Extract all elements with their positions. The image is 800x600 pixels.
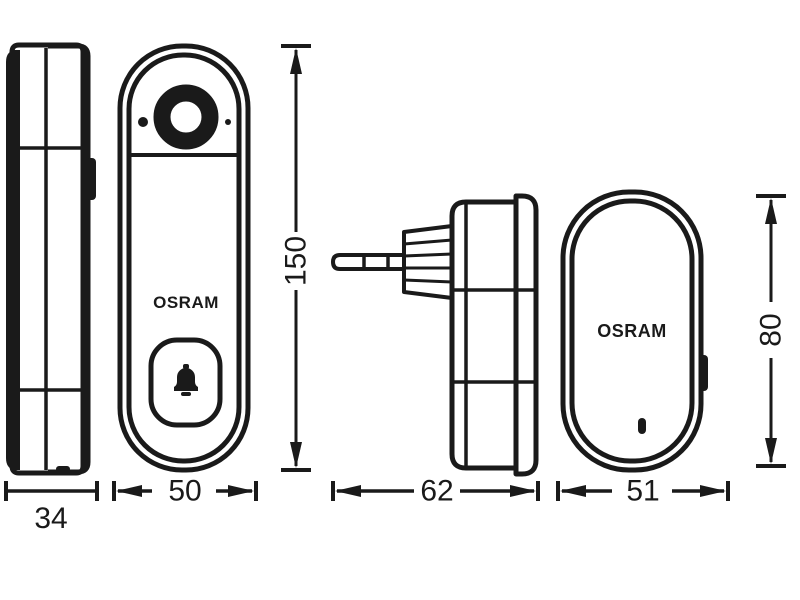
dim-80-arrow-bottom — [765, 438, 777, 464]
dim-50-arrow-right — [228, 485, 254, 497]
chime-side-button[interactable] — [699, 355, 708, 391]
dim-150-arrow-bottom — [290, 442, 302, 468]
dim-51-label: 51 — [626, 475, 659, 508]
dim-34-label: 34 — [34, 502, 67, 535]
plug-collar — [402, 224, 454, 300]
doorbell-front-outer-shell — [117, 43, 251, 473]
doorbell-side-edge-shadow — [6, 50, 20, 470]
dimension-chime-height: 80 — [755, 194, 788, 468]
dim-150-label: 150 — [280, 236, 313, 286]
bell-icon — [174, 364, 198, 396]
plug-prong — [331, 253, 406, 271]
dimension-doorbell-height: 150 — [280, 44, 313, 472]
doorbell-front-inner-face — [126, 52, 242, 464]
chime-brand-label: OSRAM — [597, 321, 667, 341]
chime-side-front-body — [513, 193, 539, 477]
sensor-dot-left — [138, 117, 148, 127]
view-doorbell-side — [6, 42, 96, 476]
dim-62-arrow-right — [510, 485, 536, 497]
dim-51-arrow-right — [700, 485, 726, 497]
dimension-doorbell-width: 50 — [112, 475, 258, 508]
dim-80-arrow-top — [765, 198, 777, 224]
dim-50-arrow-left — [116, 485, 142, 497]
dim-62-arrow-left — [335, 485, 361, 497]
dim-50-label: 50 — [168, 475, 201, 508]
doorbell-side-button[interactable] — [86, 158, 96, 200]
plug-collar-rib-2 — [403, 252, 453, 258]
plug-collar-rib-1 — [403, 238, 453, 246]
camera-lens — [153, 84, 219, 150]
plug-collar-rib-4 — [403, 278, 453, 284]
plug-prong-pin — [331, 253, 406, 271]
view-chime-side — [331, 193, 539, 477]
plug-collar-body — [402, 224, 454, 300]
doorbell-side-front-shell — [48, 43, 91, 475]
dimension-doorbell-depth: 34 — [4, 481, 99, 535]
dimension-chime-depth: 62 — [331, 475, 540, 508]
view-chime-front: OSRAM — [559, 189, 708, 473]
dimension-chime-width: 51 — [556, 475, 730, 508]
sensor-dot-right — [225, 119, 231, 125]
doorbell-side-back-body — [9, 42, 86, 476]
dim-62-label: 62 — [420, 475, 453, 508]
doorbell-brand-label: OSRAM — [153, 293, 219, 312]
led-indicator — [638, 418, 646, 434]
dim-51-arrow-left — [560, 485, 586, 497]
doorbell-side-bottom-nub — [56, 466, 70, 472]
bell-button[interactable] — [148, 337, 223, 428]
dim-150-arrow-top — [290, 48, 302, 74]
dim-80-label: 80 — [755, 313, 788, 346]
view-doorbell-front: OSRAM — [116, 43, 252, 473]
chime-side-rear-body — [449, 199, 519, 471]
